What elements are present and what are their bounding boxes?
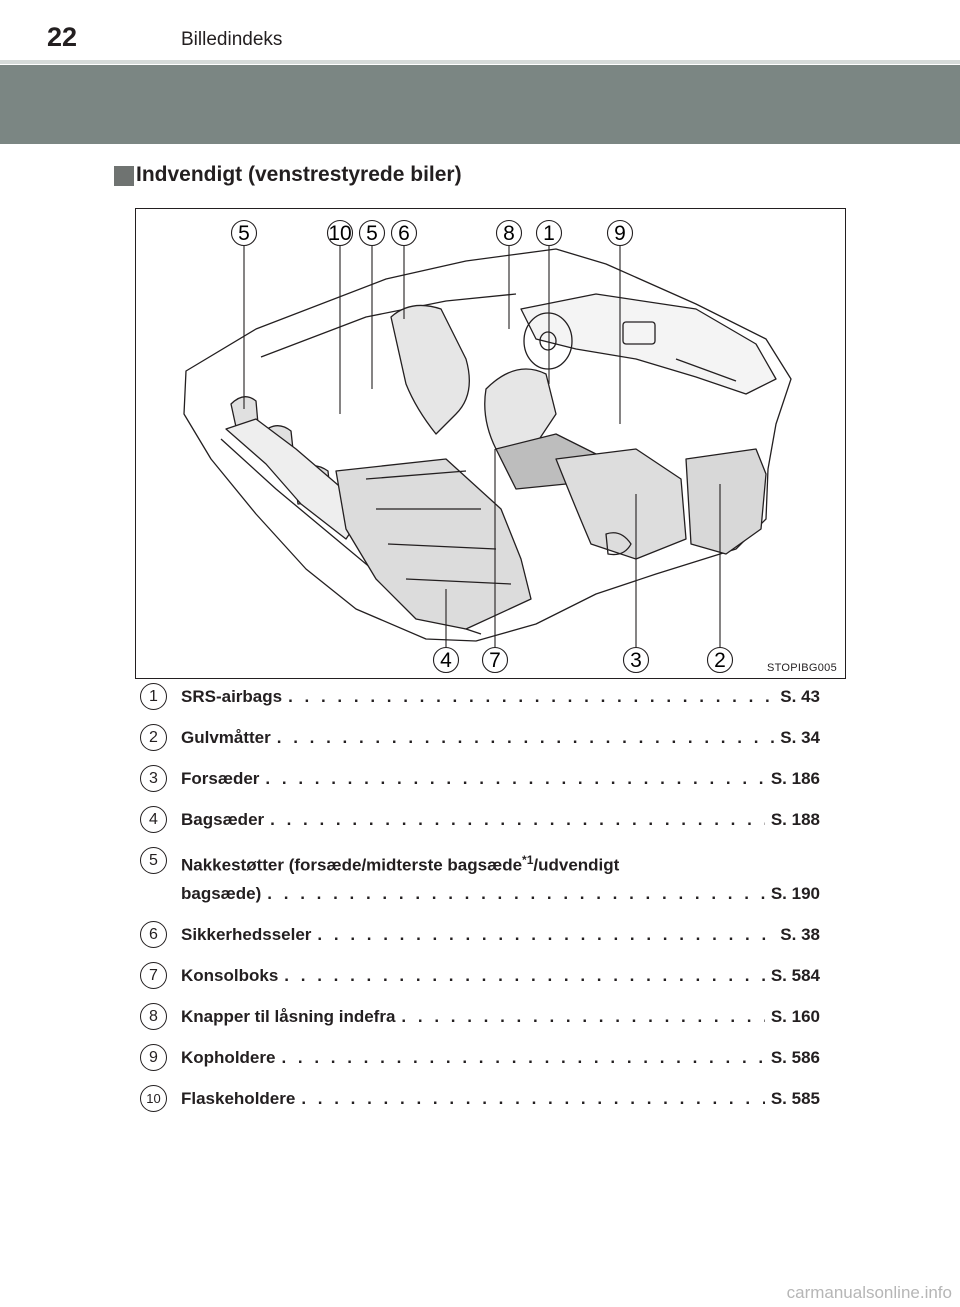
window-line bbox=[260, 293, 517, 358]
svg-text:5: 5 bbox=[366, 222, 378, 245]
watermark: carmanualsonline.info bbox=[786, 1283, 952, 1302]
header-band bbox=[0, 65, 960, 144]
dot-leader bbox=[265, 765, 764, 792]
bottom-callouts: 4 7 3 2 bbox=[432, 646, 734, 674]
svg-text:2: 2 bbox=[714, 649, 726, 672]
row-label: bagsæde) bbox=[181, 884, 262, 903]
header-title: Billedindeks bbox=[181, 29, 283, 50]
dot-leader bbox=[281, 1044, 764, 1071]
car-interior-drawing: 5 10 5 6 8 1 9 4 7 3 2 bbox=[183, 219, 792, 674]
header-rule bbox=[0, 60, 960, 64]
row-page-ref[interactable]: S. 585 bbox=[770, 1089, 820, 1108]
row-label: Bagsæder bbox=[181, 810, 265, 829]
row-page-ref[interactable]: S. 34 bbox=[780, 728, 820, 747]
svg-text:8: 8 bbox=[503, 222, 515, 245]
row-number: 4 bbox=[140, 806, 167, 833]
svg-text:9: 9 bbox=[614, 222, 626, 245]
passenger-seat-back bbox=[484, 368, 557, 450]
index-row: 4 Bagsæder S. 188 bbox=[140, 806, 820, 833]
callout-4: 4 bbox=[432, 646, 460, 674]
index-row: 1 SRS-airbags S. 43 bbox=[140, 683, 820, 710]
row-label: SRS-airbags bbox=[181, 687, 283, 706]
row-page-ref[interactable]: S. 160 bbox=[770, 1007, 820, 1026]
dot-leader bbox=[267, 880, 765, 907]
row-number: 6 bbox=[140, 921, 167, 948]
row-label: Flaskeholdere bbox=[181, 1089, 296, 1108]
row-label: Gulvmåtter bbox=[181, 728, 271, 747]
svg-text:4: 4 bbox=[440, 649, 452, 672]
index-row: 10 Flaskeholdere S. 585 bbox=[140, 1085, 820, 1112]
row-label: Knapper til låsning indefra bbox=[181, 1007, 396, 1026]
interior-illustration: 5 10 5 6 8 1 9 4 7 3 2 STOPIBG005 bbox=[135, 208, 846, 679]
svg-text:7: 7 bbox=[489, 649, 501, 672]
row-number: 7 bbox=[140, 962, 167, 989]
callout-8: 8 bbox=[495, 219, 523, 247]
dot-leader bbox=[277, 724, 775, 751]
front-seat-cushion bbox=[555, 448, 687, 560]
glovebox-line bbox=[675, 358, 737, 382]
dot-leader bbox=[317, 921, 774, 948]
index-list: 1 SRS-airbags S. 43 2 Gulvmåtter S. 34 3 F… bbox=[140, 683, 820, 1126]
index-row: 5 Nakkestøtter (forsæde/midterste bagsæd… bbox=[140, 847, 820, 907]
callout-9: 9 bbox=[606, 219, 634, 247]
row-label: Kopholdere bbox=[181, 1048, 276, 1067]
top-callouts: 5 10 5 6 8 1 9 bbox=[230, 219, 634, 247]
callout-7: 7 bbox=[481, 646, 509, 674]
row-number: 2 bbox=[140, 724, 167, 751]
callout-5b: 5 bbox=[358, 219, 386, 247]
row-page-ref[interactable]: S. 38 bbox=[780, 925, 820, 944]
dot-leader bbox=[284, 962, 765, 989]
center-screen bbox=[622, 321, 656, 345]
index-row: 2 Gulvmåtter S. 34 bbox=[140, 724, 820, 751]
svg-text:5: 5 bbox=[238, 222, 250, 245]
dot-leader bbox=[288, 683, 774, 710]
section-marker-square bbox=[114, 166, 134, 186]
callout-2: 2 bbox=[706, 646, 734, 674]
row-page-ref[interactable]: S. 43 bbox=[780, 687, 820, 706]
row-page-ref[interactable]: S. 190 bbox=[770, 884, 820, 903]
rear-seat-cushion bbox=[335, 458, 532, 630]
floor-mat bbox=[685, 448, 767, 555]
index-row: 6 Sikkerhedsseler S. 38 bbox=[140, 921, 820, 948]
row-number: 9 bbox=[140, 1044, 167, 1071]
dot-leader bbox=[270, 806, 765, 833]
callout-1: 1 bbox=[535, 219, 563, 247]
index-row: 7 Konsolboks S. 584 bbox=[140, 962, 820, 989]
svg-text:1: 1 bbox=[543, 222, 555, 245]
steering-wheel bbox=[523, 312, 573, 370]
callout-3: 3 bbox=[622, 646, 650, 674]
row-number: 3 bbox=[140, 765, 167, 792]
driver-seat-back bbox=[390, 304, 470, 435]
svg-text:10: 10 bbox=[328, 222, 351, 245]
callout-6: 6 bbox=[390, 219, 418, 247]
row-label: Konsolboks bbox=[181, 966, 279, 985]
row-number: 8 bbox=[140, 1003, 167, 1030]
callout-10: 10 bbox=[326, 219, 354, 247]
index-row: 3 Forsæder S. 186 bbox=[140, 765, 820, 792]
row-label: Forsæder bbox=[181, 769, 260, 788]
row-number: 10 bbox=[140, 1085, 167, 1112]
row-number: 5 bbox=[140, 847, 167, 874]
svg-text:6: 6 bbox=[398, 222, 410, 245]
row-page-ref[interactable]: S. 186 bbox=[770, 769, 820, 788]
row-label: Sikkerhedsseler bbox=[181, 925, 312, 944]
index-row: 8 Knapper til låsning indefra S. 160 bbox=[140, 1003, 820, 1030]
dot-leader bbox=[401, 1003, 764, 1030]
row-number: 1 bbox=[140, 683, 167, 710]
row-page-ref[interactable]: S. 584 bbox=[770, 966, 820, 985]
callout-5a: 5 bbox=[230, 219, 258, 247]
figure-code: STOPIBG005 bbox=[764, 662, 839, 674]
section-title: Indvendigt (venstrestyrede biler) bbox=[136, 163, 462, 186]
dot-leader bbox=[301, 1085, 765, 1112]
page-number: 22 bbox=[47, 22, 78, 52]
row-page-ref[interactable]: S. 586 bbox=[770, 1048, 820, 1067]
footnote-marker: *1 bbox=[522, 853, 534, 867]
index-row: 9 Kopholdere S. 586 bbox=[140, 1044, 820, 1071]
svg-text:3: 3 bbox=[630, 649, 642, 672]
row-label-line1: Nakkestøtter (forsæde/midterste bagsæde*… bbox=[181, 853, 620, 875]
row-page-ref[interactable]: S. 188 bbox=[770, 810, 820, 829]
